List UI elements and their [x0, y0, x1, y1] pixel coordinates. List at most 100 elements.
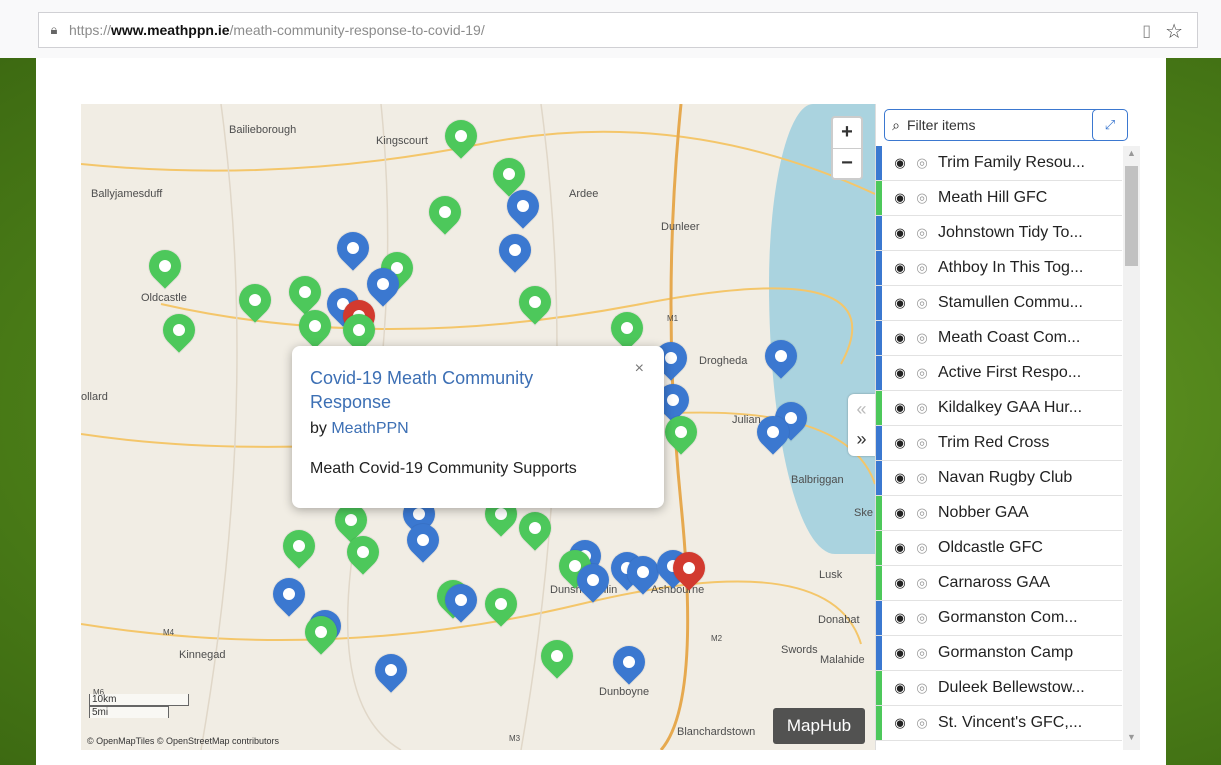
road-label: M1: [667, 314, 679, 323]
list-item-label: Meath Coast Com...: [938, 329, 1081, 346]
list-item[interactable]: ◉◎Gormanston Camp: [876, 636, 1122, 671]
eye-icon[interactable]: ◉: [894, 190, 906, 205]
zoom-out-button[interactable]: −: [841, 152, 853, 174]
marker-icon: ◎: [916, 260, 928, 275]
scrollbar[interactable]: ▲ ▼: [1123, 146, 1140, 750]
place-label: Ashbourne: [651, 584, 705, 596]
place-label: Dunboyne: [599, 686, 650, 698]
eye-icon[interactable]: ◉: [894, 715, 906, 730]
place-label: Bailieborough: [229, 124, 297, 136]
eye-icon[interactable]: ◉: [894, 330, 906, 345]
popup-title[interactable]: Covid-19 Meath Community Response: [310, 368, 534, 412]
list-item[interactable]: ◉◎Athboy In This Tog...: [876, 251, 1122, 286]
map-attribution[interactable]: © OpenMapTiles © OpenStreetMap contribut…: [87, 736, 280, 746]
list-item-label: Active First Respo...: [938, 364, 1082, 381]
list-item[interactable]: ◉◎Trim Red Cross: [876, 426, 1122, 461]
category-stripe: [876, 566, 882, 600]
list-item-label: Nobber GAA: [938, 504, 1029, 521]
eye-icon[interactable]: ◉: [894, 260, 906, 275]
list-item[interactable]: ◉◎Kildalkey GAA Hur...: [876, 391, 1122, 426]
chevron-left-icon[interactable]: «: [856, 399, 867, 419]
list-item[interactable]: ◉◎Stamullen Commu...: [876, 286, 1122, 321]
eye-icon[interactable]: ◉: [894, 610, 906, 625]
scale-km: 10km: [89, 694, 189, 706]
item-list-panel: ⌕ Filter items ⤢ ◉◎Trim Family Resou...◉…: [875, 104, 1140, 750]
zoom-in-button[interactable]: +: [833, 118, 861, 149]
list-item[interactable]: ◉◎Nobber GAA: [876, 496, 1122, 531]
category-stripe: [876, 216, 882, 250]
expand-icon[interactable]: ⤢: [1092, 109, 1128, 141]
list-item[interactable]: ◉◎St. Vincent's GFC,...: [876, 706, 1122, 741]
filter-input[interactable]: ⌕ Filter items: [884, 109, 1112, 141]
category-stripe: [876, 251, 882, 285]
list-item[interactable]: ◉◎Navan Rugby Club: [876, 461, 1122, 496]
list-item[interactable]: ◉◎Gormanston Com...: [876, 601, 1122, 636]
list-item-label: Carnaross GAA: [938, 574, 1051, 591]
category-stripe: [876, 706, 882, 740]
list-item-label: Navan Rugby Club: [938, 469, 1073, 486]
list-item[interactable]: ◉◎Duleek Bellewstow...: [876, 671, 1122, 706]
popup-description: Meath Covid-19 Community Supports: [310, 460, 577, 477]
category-stripe: [876, 636, 882, 670]
reader-view-icon[interactable]: ▯: [1142, 23, 1151, 40]
eye-icon[interactable]: ◉: [894, 400, 906, 415]
scroll-thumb[interactable]: [1125, 166, 1138, 266]
map-canvas[interactable]: Bailieborough Kingscourt Ballyjamesduff …: [81, 104, 875, 750]
eye-icon[interactable]: ◉: [894, 155, 906, 170]
list-item[interactable]: ◉◎Active First Respo...: [876, 356, 1122, 391]
eye-icon[interactable]: ◉: [894, 505, 906, 520]
list-item[interactable]: ◉◎Johnstown Tidy To...: [876, 216, 1122, 251]
lock-icon: 🔒︎: [50, 22, 58, 37]
marker-icon: ◎: [916, 435, 928, 450]
byline-prefix: by: [310, 420, 332, 437]
road-label: M2: [711, 634, 723, 643]
list-item-label: Duleek Bellewstow...: [938, 679, 1085, 696]
list-item-label: Gormanston Camp: [938, 644, 1074, 661]
eye-icon[interactable]: ◉: [894, 470, 906, 485]
place-label: Kinnegad: [179, 649, 226, 661]
marker-icon: ◎: [916, 225, 928, 240]
category-stripe: [876, 671, 882, 705]
road-label: M3: [509, 734, 521, 743]
bookmark-star-icon[interactable]: ☆: [1165, 21, 1183, 43]
list-item[interactable]: ◉◎Trim Family Resou...: [876, 146, 1122, 181]
zoom-control: + −: [831, 116, 863, 180]
eye-icon[interactable]: ◉: [894, 225, 906, 240]
place-label: ollard: [81, 391, 108, 403]
category-stripe: [876, 496, 882, 530]
road-label: M4: [163, 628, 175, 637]
marker-icon: ◎: [916, 330, 928, 345]
eye-icon[interactable]: ◉: [894, 645, 906, 660]
list-item[interactable]: ◉◎Oldcastle GFC: [876, 531, 1122, 566]
close-icon[interactable]: ×: [634, 360, 644, 377]
author-link[interactable]: MeathPPN: [331, 420, 409, 437]
chevron-right-icon[interactable]: »: [856, 429, 867, 449]
eye-icon[interactable]: ◉: [894, 365, 906, 380]
scroll-down-icon[interactable]: ▼: [1127, 732, 1136, 742]
scroll-up-icon[interactable]: ▲: [1127, 148, 1136, 158]
place-label: Julian: [732, 414, 761, 426]
eye-icon[interactable]: ◉: [894, 540, 906, 555]
eye-icon[interactable]: ◉: [894, 680, 906, 695]
eye-icon[interactable]: ◉: [894, 435, 906, 450]
list-item[interactable]: ◉◎Meath Hill GFC: [876, 181, 1122, 216]
address-bar[interactable]: 🔒︎ https:// www.meathppn.ie /meath-commu…: [38, 12, 1198, 48]
url-path: /meath-community-response-to-covid-19/: [229, 22, 485, 38]
marker-icon: ◎: [916, 295, 928, 310]
place-label: Ardee: [569, 188, 599, 200]
eye-icon[interactable]: ◉: [894, 575, 906, 590]
sidebar-toggle[interactable]: « »: [848, 394, 875, 456]
maphub-logo[interactable]: MapHub: [773, 708, 865, 744]
marker-icon: ◎: [916, 155, 928, 170]
place-label: Drogheda: [699, 355, 748, 367]
place-label: Swords: [781, 644, 818, 656]
road-label: M6: [93, 688, 105, 697]
category-stripe: [876, 531, 882, 565]
url-scheme: https://: [69, 22, 112, 38]
category-stripe: [876, 426, 882, 460]
category-stripe: [876, 461, 882, 495]
list-item[interactable]: ◉ ◎ Meath Coast Com...: [876, 321, 1122, 356]
place-label: Kingscourt: [376, 135, 428, 147]
list-item[interactable]: ◉◎Carnaross GAA: [876, 566, 1122, 601]
eye-icon[interactable]: ◉: [894, 295, 906, 310]
